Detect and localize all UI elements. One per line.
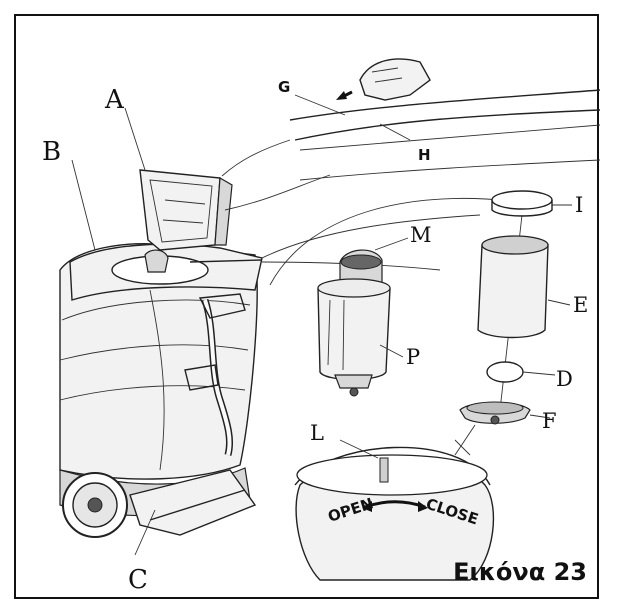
label-i: I (575, 193, 583, 217)
label-a: A (104, 85, 125, 115)
wheel (62, 472, 128, 538)
drain-hose (184, 293, 246, 456)
latch-detail (289, 58, 601, 181)
label-g: G (278, 78, 290, 96)
tank-opening (111, 249, 263, 285)
label-d: D (556, 367, 573, 391)
open-lid (124, 169, 233, 276)
label-e: E (573, 293, 588, 317)
label-l: L (310, 421, 324, 445)
label-f: F (542, 409, 557, 433)
label-h: H (418, 146, 431, 164)
filter-assembly-mp (317, 237, 409, 397)
label-b: B (42, 137, 61, 167)
label-c: C (128, 565, 148, 595)
label-m: M (410, 223, 432, 247)
bayonet-dial: OPEN CLOSE (294, 439, 495, 581)
label-p: P (406, 345, 420, 369)
filter-exploded (454, 190, 572, 456)
figure-caption: Εικόνα 23 (453, 558, 587, 586)
